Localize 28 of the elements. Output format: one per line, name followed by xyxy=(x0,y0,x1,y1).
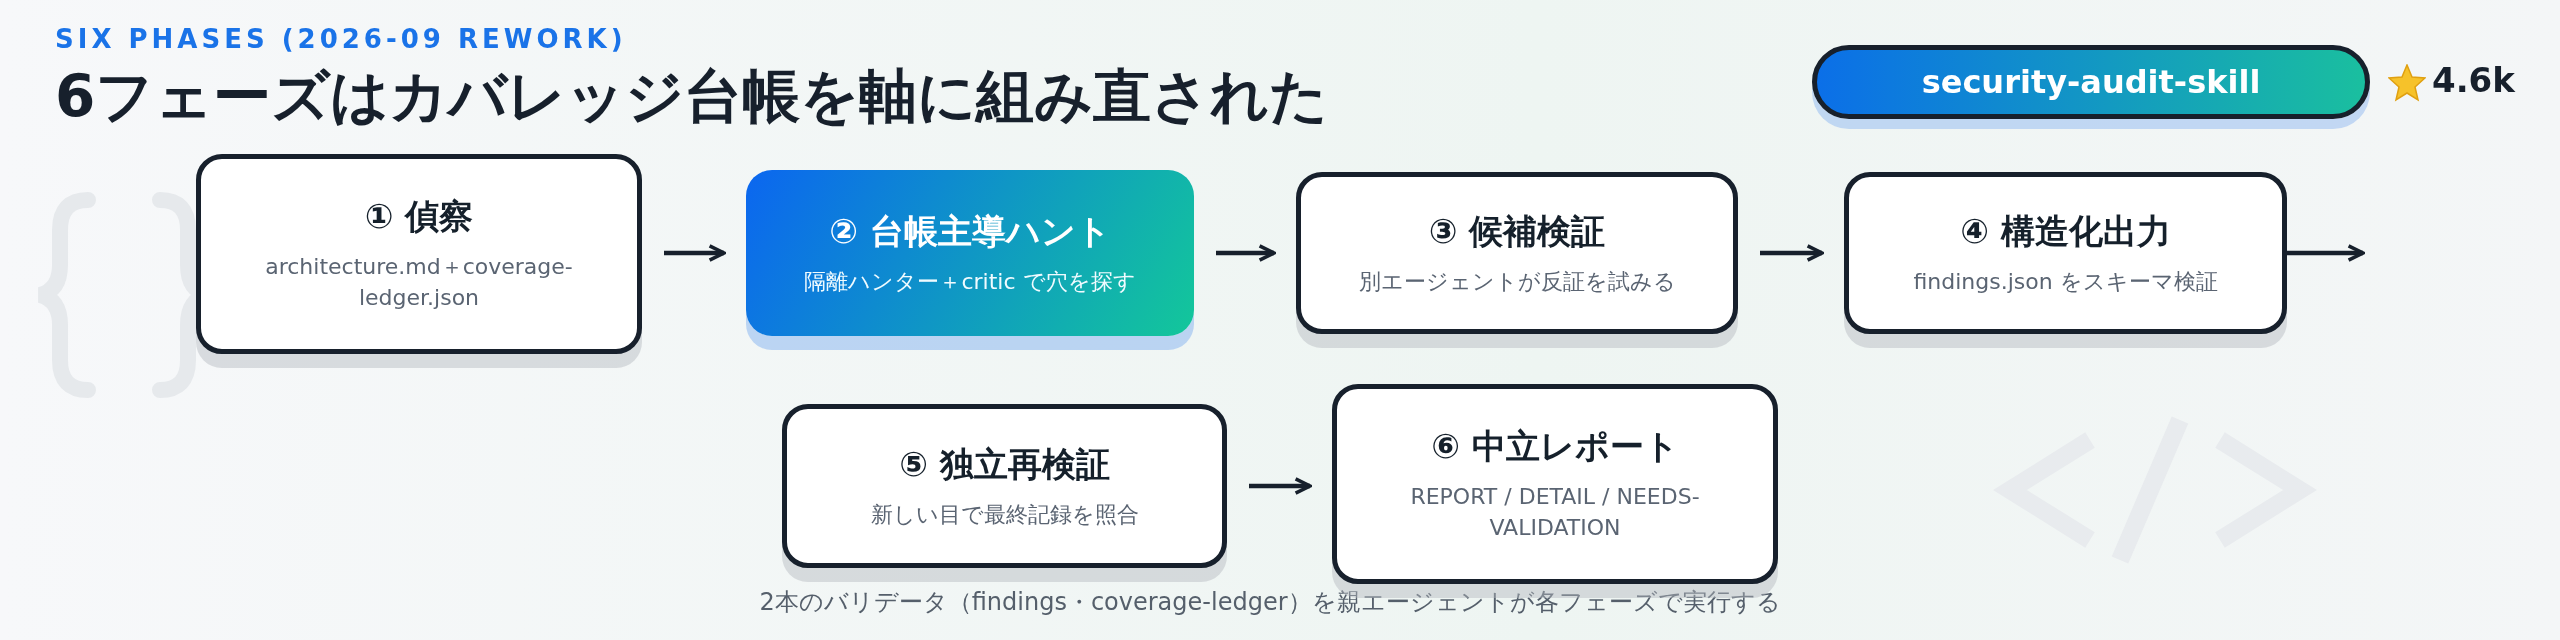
arrow xyxy=(1249,477,1312,495)
kicker-text: SIX PHASES (2026-09 REWORK) xyxy=(55,24,627,54)
phase-heading: ① 偵察 xyxy=(364,195,474,239)
phase-box xyxy=(782,404,1227,568)
phase-heading: ⑥ 中立レポート xyxy=(1431,425,1679,469)
arrow xyxy=(664,244,726,262)
phase-box xyxy=(1332,384,1778,584)
repo-badge: security-audit-skill xyxy=(1812,45,2370,119)
phase-heading: ③ 候補検証 xyxy=(1428,209,1606,253)
phase-description: REPORT / DETAIL / NEEDS-VALIDATION xyxy=(1409,483,1701,542)
phase-description: 隔離ハンター＋critic で穴を探す xyxy=(804,267,1136,296)
phase-description: 新しい目で最終記録を照合 xyxy=(870,500,1139,529)
phase-box xyxy=(1296,172,1738,334)
note-text: 2本のバリデータ（findings・coverage-ledger）を親エージェントが各フェーズで実行する xyxy=(758,587,1782,618)
arrow xyxy=(1760,244,1824,262)
phase-box xyxy=(1844,172,2287,334)
star-count: 4.6k xyxy=(2432,60,2515,100)
arrow xyxy=(2287,244,2365,262)
phase-heading: ⑤ 独立再検証 xyxy=(899,442,1110,486)
phase-box xyxy=(196,154,642,354)
title-text: 6フェーズはカバレッジ台帳を軸に組み直された xyxy=(55,61,1329,132)
phase-description: 別エージェントが反証を試みる xyxy=(1358,267,1676,296)
arrow xyxy=(1216,244,1276,262)
phase-description: architecture.md＋coverage-ledger.json xyxy=(264,253,574,312)
phase-description: findings.json をスキーマ検証 xyxy=(1913,267,2218,296)
phase-heading: ② 台帳主導ハント xyxy=(829,209,1111,253)
highlighted-phase-box xyxy=(746,170,1194,336)
phase-heading: ④ 構造化出力 xyxy=(1960,209,2171,253)
